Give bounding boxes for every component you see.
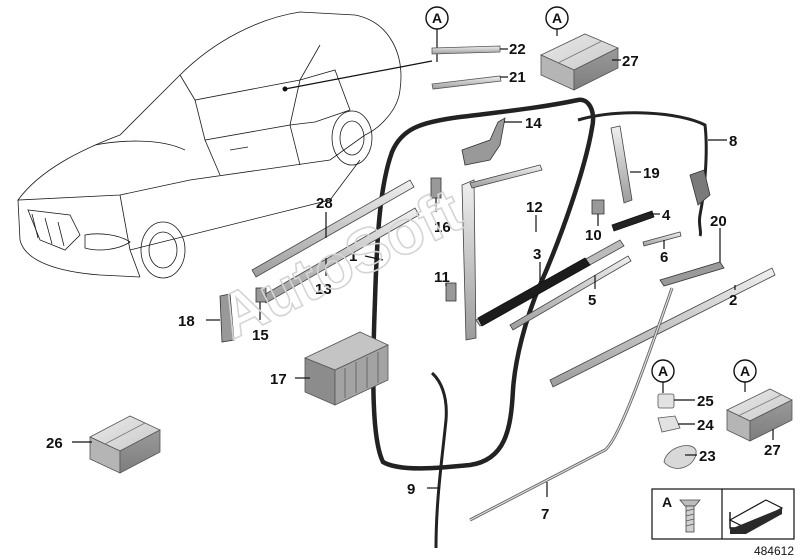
- label-4: 4: [662, 207, 671, 224]
- trim-strip-21: [431, 75, 502, 90]
- label-10: 10: [585, 227, 602, 244]
- door-seal-1: [371, 97, 596, 471]
- callout-a-bottom: A: [651, 359, 675, 393]
- label-18: 18: [178, 313, 195, 330]
- callout-a-box-top-letter: A: [552, 10, 562, 26]
- bracket-14: [461, 117, 506, 166]
- label-12: 12: [526, 199, 543, 216]
- label-20: 20: [710, 213, 727, 230]
- label-26: 26: [46, 435, 63, 452]
- frame-strip-12a: [461, 179, 477, 341]
- part-box-26: [89, 415, 161, 474]
- label-23: 23: [699, 448, 716, 465]
- part-23: [663, 445, 697, 469]
- label-14: 14: [525, 115, 542, 132]
- part-25: [657, 393, 675, 409]
- screw-icon: [679, 499, 701, 533]
- label-8: 8: [729, 133, 737, 150]
- legend-panel: A: [651, 488, 795, 540]
- sedan-car-outline-icon: [17, 11, 402, 279]
- strip-6: [642, 231, 682, 247]
- part-box-27-top: [540, 33, 619, 91]
- sill-2: [549, 267, 776, 388]
- diagram-id: 484612: [754, 544, 794, 558]
- label-22: 22: [509, 41, 526, 58]
- label-7: 7: [541, 506, 549, 523]
- label-13: 13: [315, 281, 332, 298]
- strip-20: [659, 261, 725, 287]
- label-27-top: 27: [622, 53, 639, 70]
- label-9: 9: [407, 481, 415, 498]
- seal-8: [577, 111, 708, 237]
- strip-3: [477, 257, 591, 327]
- arrow-icon: [728, 499, 784, 534]
- clip-10: [591, 199, 605, 215]
- callout-a-top: A: [425, 6, 449, 62]
- part-18: [219, 293, 235, 343]
- callout-a-box-bottom: A: [733, 359, 757, 392]
- callout-a-box-bottom-letter: A: [740, 363, 750, 379]
- label-2: 2: [729, 292, 737, 309]
- legend-letter: A: [662, 494, 672, 510]
- clip-15: [255, 287, 267, 303]
- foam-block-17: [303, 331, 389, 406]
- watermark-text: AutoSoft: [208, 176, 473, 353]
- strip-4: [611, 210, 655, 232]
- callout-a-bottom-letter: A: [658, 363, 668, 379]
- part-24: [657, 415, 681, 433]
- label-1: 1: [349, 248, 357, 265]
- label-27-bottom: 27: [764, 442, 781, 459]
- label-11: 11: [434, 269, 450, 286]
- label-17: 17: [270, 371, 287, 388]
- strip-19: [610, 125, 633, 204]
- part-box-27-bottom: [726, 388, 793, 442]
- label-28: 28: [316, 195, 333, 212]
- label-24: 24: [697, 417, 714, 434]
- label-16: 16: [434, 219, 451, 236]
- label-6: 6: [660, 249, 668, 266]
- label-25: 25: [697, 393, 714, 410]
- strip-28: [251, 179, 415, 278]
- cable-9: [430, 371, 448, 549]
- label-5: 5: [588, 292, 596, 309]
- callout-a-box-top: A: [545, 6, 569, 36]
- trim-strip-22: [431, 45, 501, 55]
- clip-11: [445, 282, 457, 302]
- label-19: 19: [643, 165, 660, 182]
- strip-7: [469, 287, 674, 522]
- label-3: 3: [533, 246, 541, 263]
- callout-a-top-letter: A: [432, 10, 442, 26]
- label-21: 21: [509, 69, 526, 86]
- strip-5: [509, 255, 632, 331]
- label-15: 15: [252, 327, 269, 344]
